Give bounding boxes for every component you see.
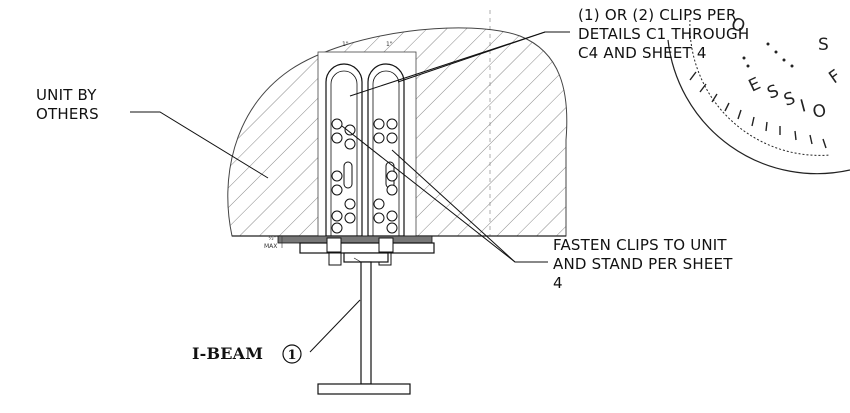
stamp-letter-2: F: [825, 66, 844, 88]
i-beam-tag-number: 1: [287, 348, 296, 363]
stamp-letter-4: E: [746, 74, 764, 97]
label-i-beam: I-BEAM: [192, 344, 264, 363]
stamp-letter-3: O: [728, 14, 747, 37]
stamp-letter-8: O: [811, 101, 828, 123]
max-gap-a: ½": [268, 235, 277, 242]
label-fasten-note: FASTEN CLIPS TO UNIT AND STAND PER SHEET…: [553, 236, 733, 292]
clip-left: [325, 63, 363, 237]
i-beam: [317, 252, 411, 395]
stamp-letter-6: S: [781, 88, 797, 110]
max-gap-b: MAX: [264, 243, 277, 250]
leaders: [130, 31, 570, 353]
label-clips-note: (1) OR (2) CLIPS PER DETAILS C1 THROUGH …: [578, 6, 750, 62]
clip-dim-left: 1": [342, 41, 349, 48]
stamp-letter-5: S: [764, 81, 782, 104]
clip-dim-right: 1": [386, 41, 393, 48]
label-unit-by-others: UNIT BY OTHERS: [36, 86, 99, 123]
pe-stamp: S F O E S S I O: [667, 14, 850, 175]
i-beam-tag-circle: [282, 344, 302, 364]
stamp-letter-1: S: [818, 35, 829, 55]
stamp-letter-7: I: [798, 96, 808, 117]
clip-right: [367, 63, 405, 237]
